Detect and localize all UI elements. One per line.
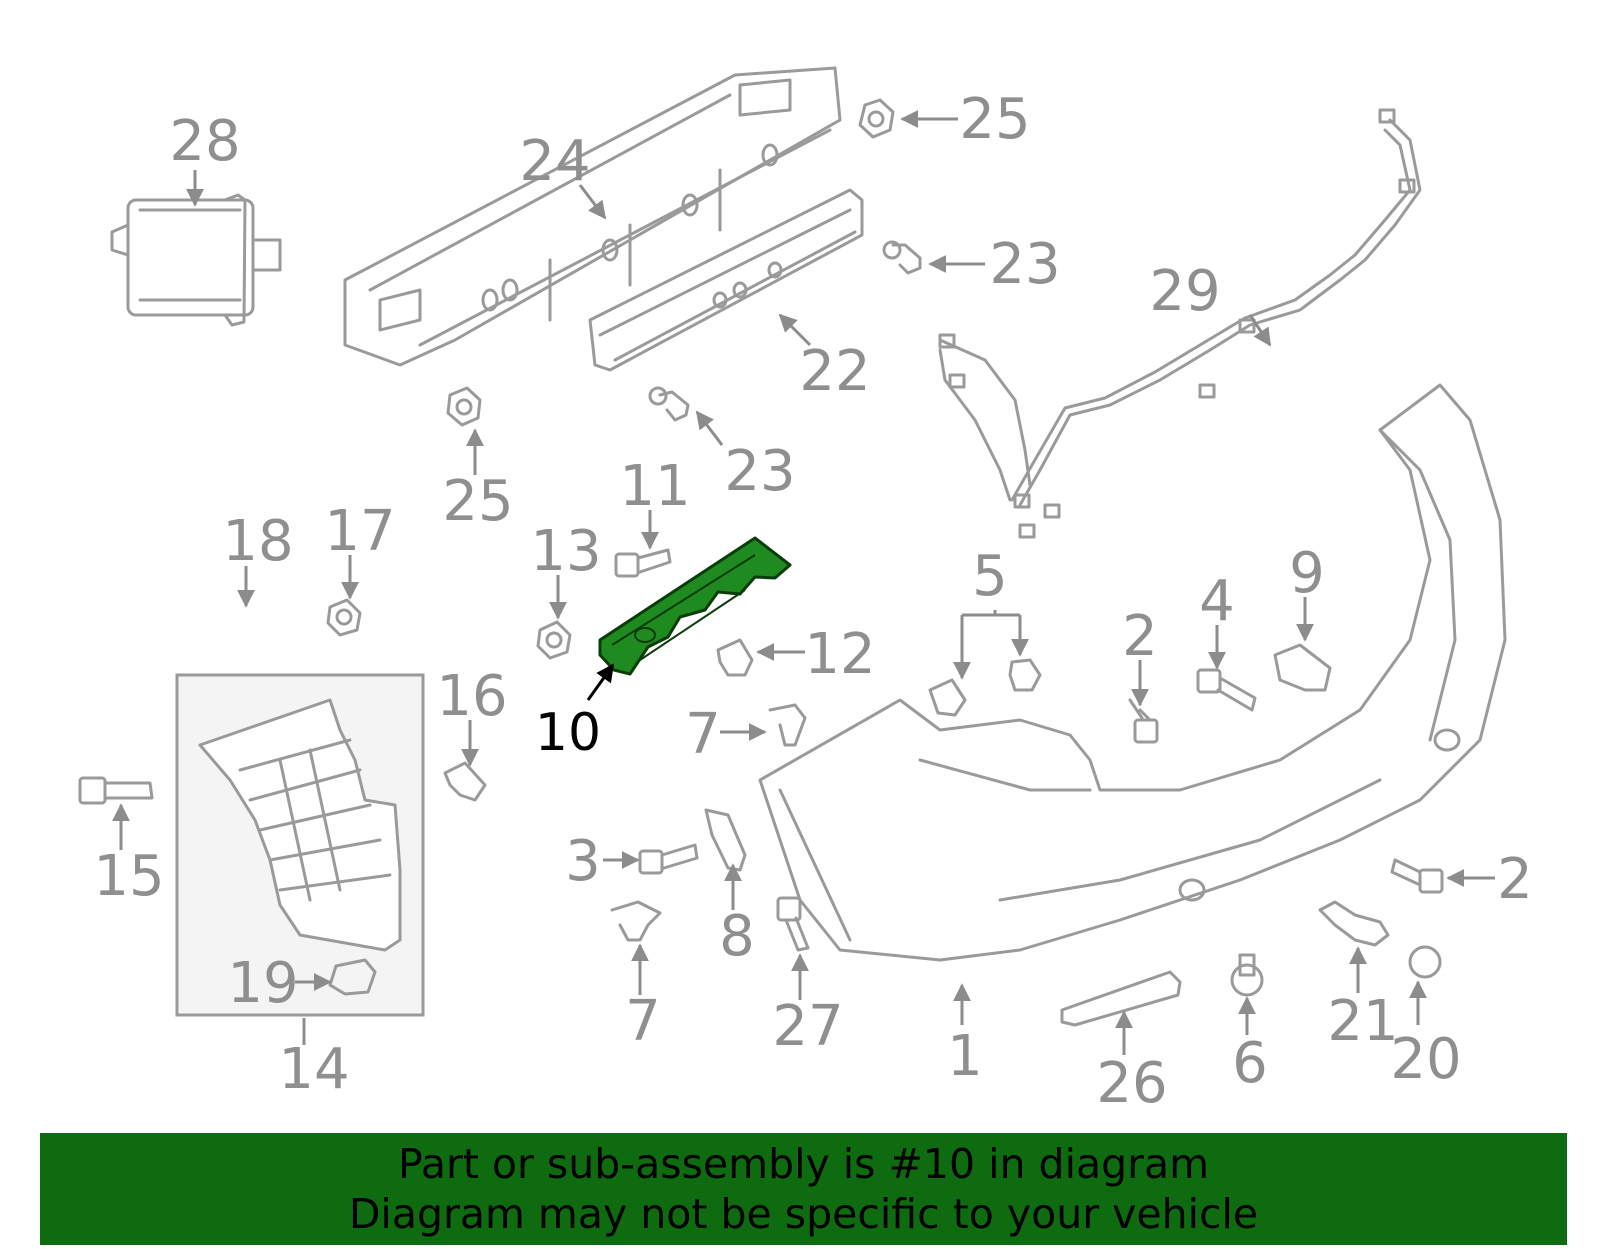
part-8-bracket-shape	[704, 808, 747, 872]
callout-2-lower: 2	[1497, 847, 1533, 912]
part-17-nut-shape	[326, 598, 362, 637]
callout-labels: 28 24 25 23 22 25 23 29 18 17 13 11 10 1…	[93, 87, 1532, 1116]
part-14-box	[175, 673, 425, 1017]
part-7-pin-lower-shape	[610, 900, 662, 942]
callout-29: 29	[1149, 259, 1220, 324]
callout-25-upper: 25	[959, 87, 1030, 152]
part-22-absorber-shape	[588, 188, 864, 372]
part-21-socket-shape	[1318, 900, 1390, 947]
part-28-module-shape	[110, 193, 282, 327]
callout-17: 17	[324, 499, 395, 564]
part-25-nut-lower-shape	[446, 386, 482, 427]
callout-6: 6	[1232, 1031, 1268, 1096]
part-20-cap-shape	[1408, 945, 1442, 979]
part-29-harness-shape	[938, 108, 1422, 539]
part-26-reflector-shape	[1060, 970, 1182, 1027]
callout-7-lower: 7	[625, 989, 661, 1054]
callout-13: 13	[530, 519, 601, 584]
info-banner: Part or sub-assembly is #10 in diagram D…	[40, 1133, 1567, 1245]
part-6-clip-shape	[1230, 953, 1264, 997]
part-2-bolt-lower-shape	[1390, 858, 1444, 894]
callout-14: 14	[278, 1037, 349, 1102]
callout-22: 22	[799, 339, 870, 404]
callout-16: 16	[436, 664, 507, 729]
callout-3: 3	[565, 829, 601, 894]
callout-4: 4	[1199, 569, 1235, 634]
part-25-nut-upper-shape	[858, 98, 895, 139]
callout-19: 19	[227, 951, 298, 1016]
part-23-clip-lower-shape	[648, 386, 690, 422]
part-9-bracket-shape	[1273, 643, 1332, 692]
callout-1: 1	[947, 1024, 983, 1089]
callout-11: 11	[619, 454, 690, 519]
leader-lines	[112, 110, 1495, 1055]
callout-23-upper: 23	[989, 232, 1060, 297]
part-5-clip-right-shape	[1008, 658, 1042, 692]
callout-8: 8	[719, 904, 755, 969]
callout-7-upper: 7	[685, 702, 721, 767]
part-4-bolt-shape	[1196, 668, 1257, 712]
part-24-reinforcement-shape	[343, 66, 842, 367]
part-16-clip-shape	[443, 761, 487, 802]
part-7-pin-upper-shape	[768, 703, 807, 747]
callout-21: 21	[1327, 989, 1398, 1054]
callout-25-lower: 25	[442, 469, 513, 534]
banner-line-1: Part or sub-assembly is #10 in diagram	[397, 1140, 1210, 1188]
part-23-clip-upper-shape	[882, 240, 922, 275]
callout-12: 12	[804, 622, 875, 687]
part-11-bolt-shape	[614, 548, 672, 578]
callout-28: 28	[169, 109, 240, 174]
part-12-clip-shape	[716, 638, 754, 677]
callout-10-highlighted: 10	[535, 703, 601, 763]
callout-24: 24	[519, 129, 590, 194]
part-3-bolt-shape	[638, 843, 699, 875]
callout-20: 20	[1390, 1027, 1461, 1092]
part-1-bumper-cover-shape	[758, 383, 1507, 962]
callout-2-upper: 2	[1122, 604, 1158, 669]
callout-15: 15	[93, 844, 164, 909]
part-2-bolt-upper-shape	[1128, 698, 1159, 744]
part-15-bolt-shape	[78, 776, 154, 805]
callout-23-lower: 23	[724, 439, 795, 504]
banner-line-2: Diagram may not be specific to your vehi…	[348, 1190, 1259, 1238]
callout-5: 5	[972, 544, 1008, 609]
callout-26: 26	[1096, 1051, 1167, 1116]
callout-9: 9	[1289, 541, 1325, 606]
part-5-clip-left-shape	[928, 678, 967, 717]
callout-27: 27	[772, 994, 843, 1059]
part-10-bracket-shape	[598, 536, 792, 676]
part-27-bolt-shape	[776, 896, 810, 952]
callout-18: 18	[222, 509, 293, 574]
part-13-nut-shape	[536, 620, 572, 660]
